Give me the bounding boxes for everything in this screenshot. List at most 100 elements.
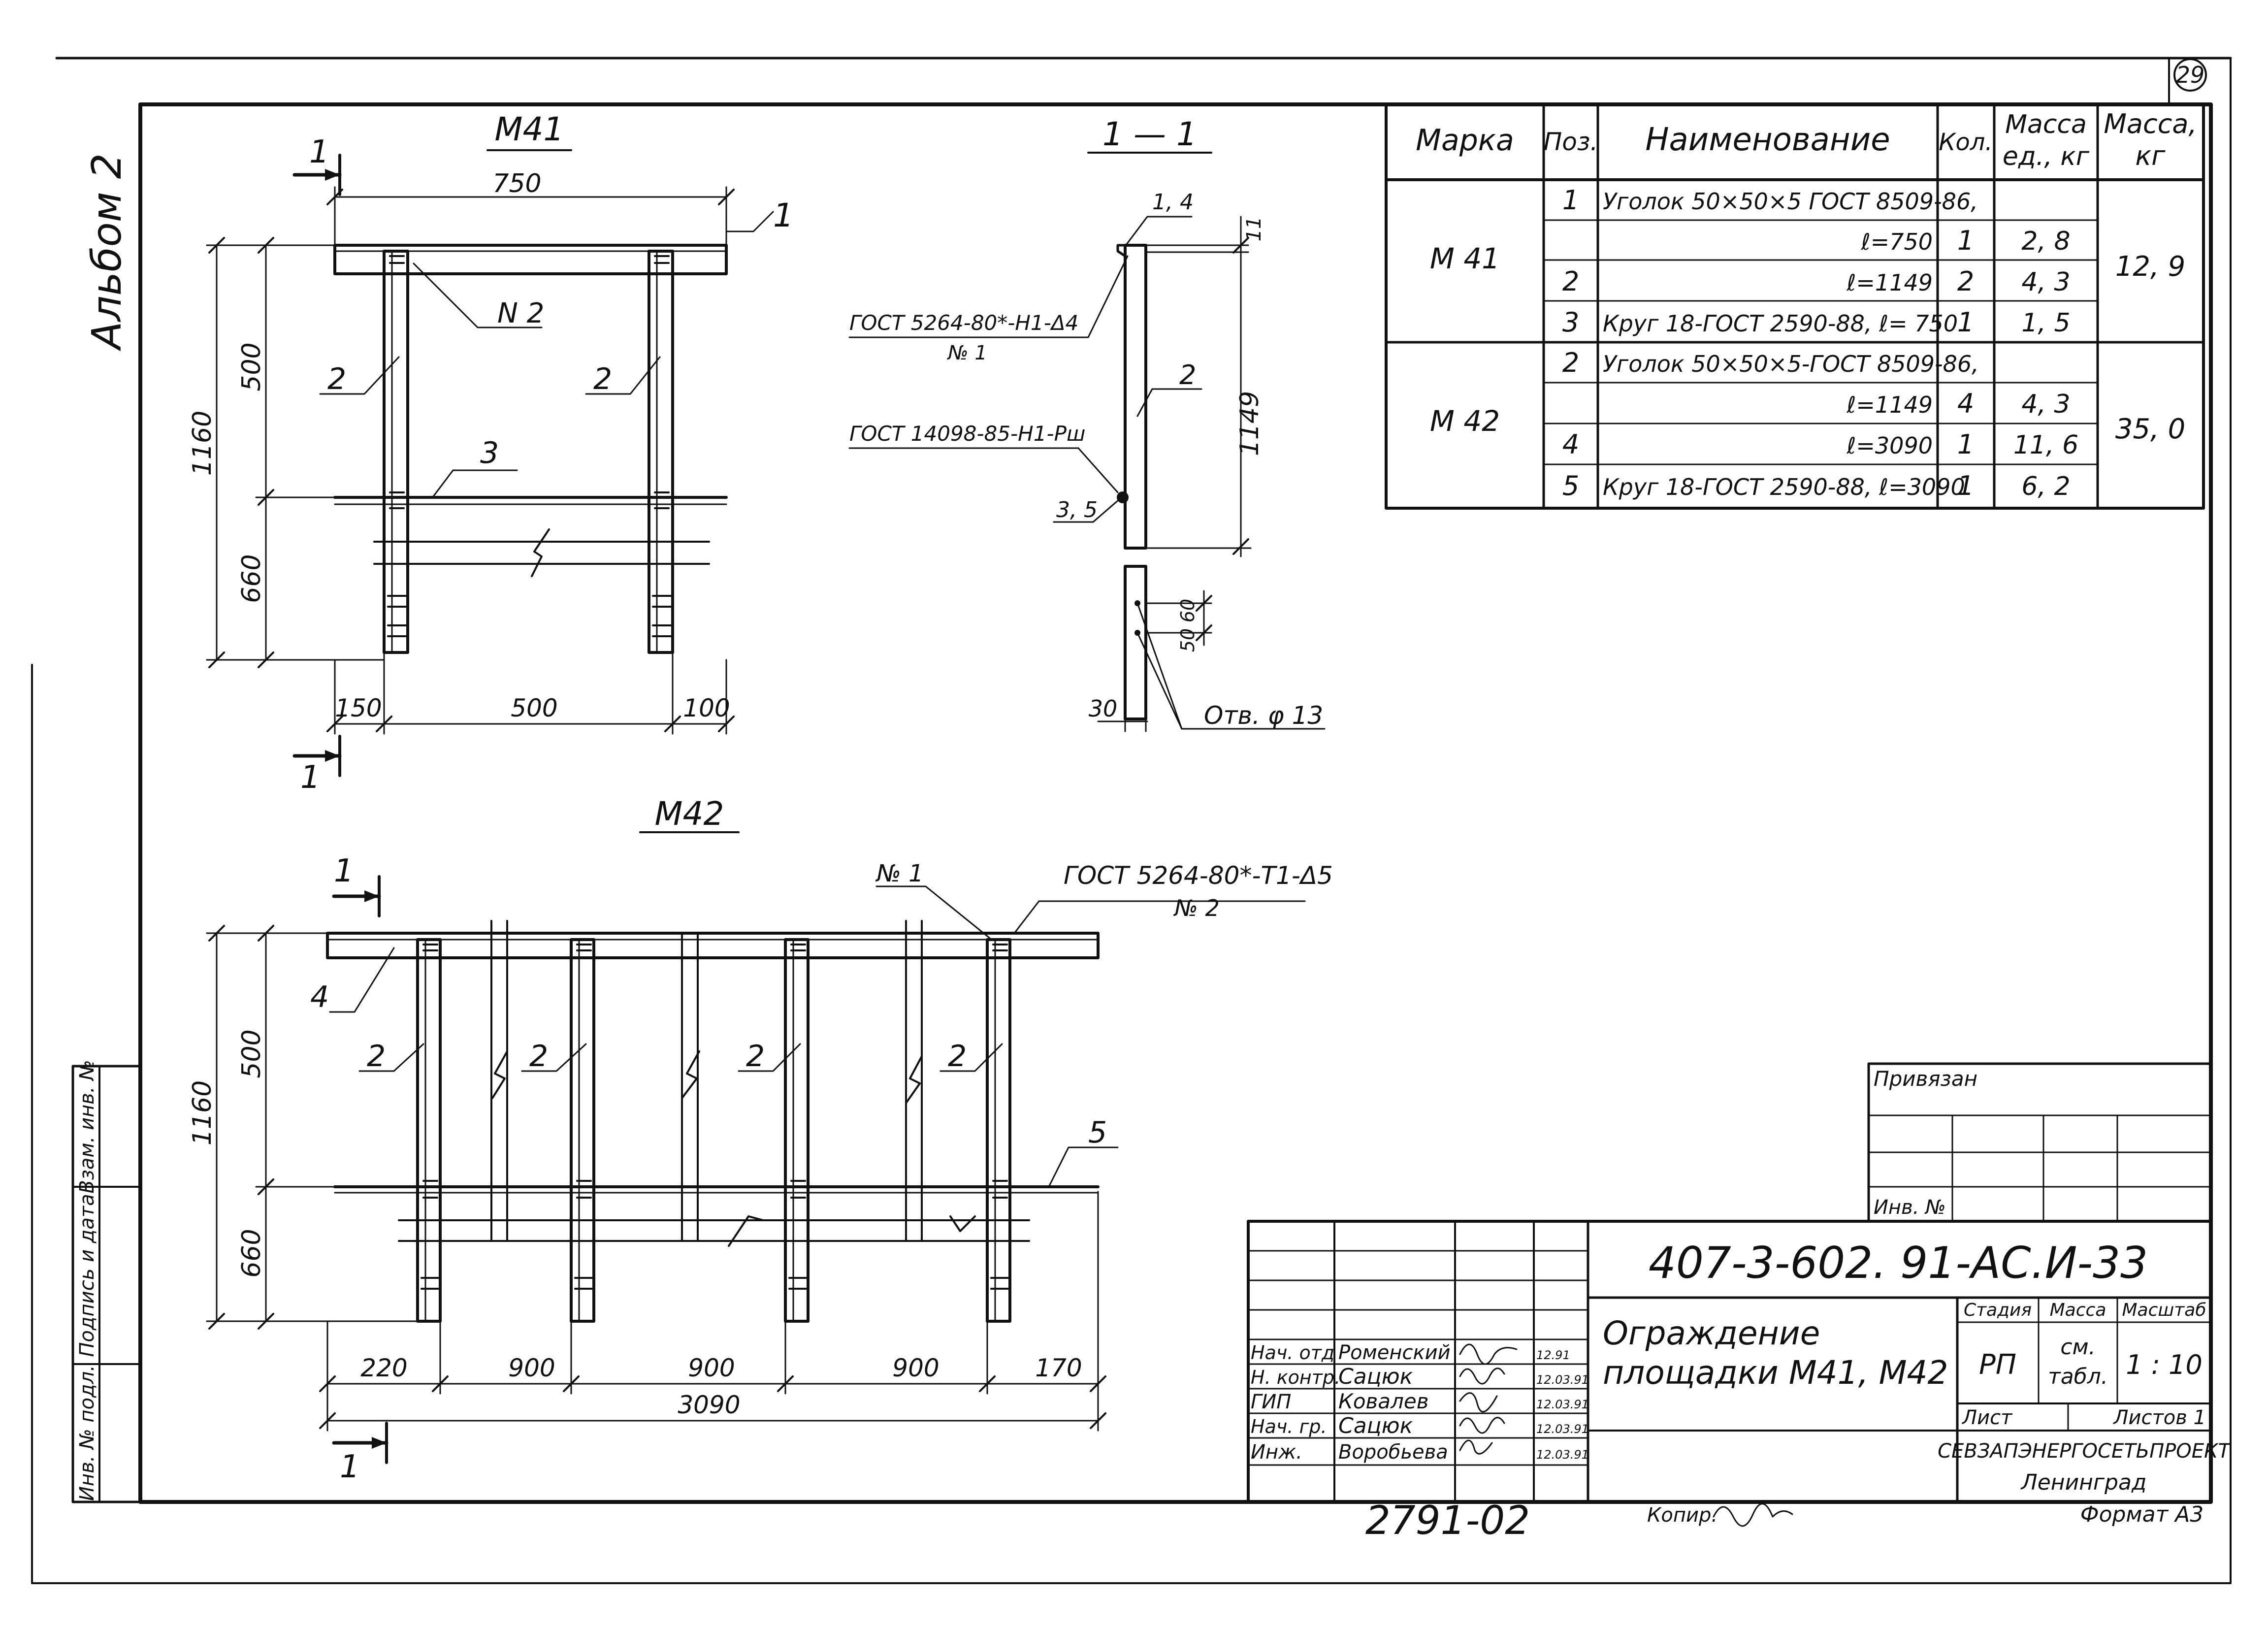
- spec-header-mass-1: Масса,: [2104, 108, 2197, 139]
- m41-dim-top: 750: [492, 169, 541, 198]
- m42-weld-no: № 2: [1173, 895, 1220, 921]
- tb-inv-no: Инв. №: [1874, 1196, 1946, 1219]
- spec-m41-r4-qty: 1: [1957, 307, 1974, 338]
- side-stamp: [71, 1065, 142, 1503]
- m42-dim-b5: 170: [1035, 1354, 1082, 1382]
- spec-m42-r2-qty: 4: [1957, 388, 1974, 419]
- m41-dim-h-upper: 500: [237, 342, 266, 391]
- spec-m41-r3-qty: 2: [1957, 266, 1974, 297]
- section-weld1: ГОСТ 5264-80*-Н1-Δ4: [849, 311, 1078, 335]
- section-pos-14: 1, 4: [1152, 190, 1194, 215]
- spec-m42-r4-qty: 1: [1957, 470, 1974, 501]
- m42-callout-5: 5: [1088, 1115, 1107, 1150]
- m42-dim-b3: 900: [688, 1354, 735, 1382]
- view-m41: [206, 149, 774, 777]
- spec-m42-r4-name: Круг 18-ГОСТ 2590-88, ℓ=3090: [1603, 474, 1965, 500]
- tb-org-2: Ленинград: [2020, 1470, 2147, 1495]
- tb-copy: Копир.: [1647, 1504, 1717, 1527]
- spec-m42-r1-name: Уголок 50×50×5-ГОСТ 8509-86,: [1603, 351, 1979, 377]
- spec-header-unit-mass-1: Масса: [2005, 110, 2087, 139]
- tb-format: Формат А3: [2080, 1502, 2204, 1527]
- m41-section-mark-bottom: 1: [300, 759, 321, 796]
- tb-masshtab-label: Масштаб: [2122, 1300, 2206, 1320]
- m42-dim-h-total: 1160: [188, 1080, 217, 1145]
- tb-masshtab: 1 : 10: [2126, 1349, 2203, 1380]
- m41-dim-b1: 150: [335, 694, 382, 722]
- spec-m41-r3-pos: 2: [1562, 266, 1579, 297]
- spec-m42-r2-name: ℓ=1149: [1846, 391, 1933, 418]
- spec-header-name: Наименование: [1645, 122, 1890, 158]
- tb-massa-label: Масса: [2050, 1300, 2106, 1320]
- tb-signer-3-name: Ковалев: [1338, 1389, 1428, 1413]
- m42-title: М42: [655, 795, 724, 833]
- title-block: [1247, 1062, 2212, 1503]
- m42-callout-2b: 2: [529, 1039, 548, 1074]
- spec-m41-r4-pos: 3: [1562, 307, 1579, 338]
- tb-massa-1: см.: [2060, 1335, 2095, 1360]
- tb-stadiya-label: Стадия: [1964, 1300, 2032, 1320]
- m42-section-mark-bottom: 1: [340, 1449, 360, 1485]
- side-stamp-inv-podl: Инв. № подл.: [76, 1365, 98, 1501]
- m41-dim-h-lower: 660: [237, 554, 266, 603]
- spec-m42-r3-pos: 4: [1562, 429, 1579, 460]
- m42-dim-total: 3090: [678, 1391, 740, 1419]
- tb-org-1: СЕВЗАПЭНЕРГОСЕТЬПРОЕКТ: [1938, 1440, 2232, 1463]
- spec-header-mass-2: кг: [2136, 140, 2166, 171]
- spec-header-qty: Кол.: [1939, 129, 1992, 156]
- spec-header-mark: Марка: [1416, 123, 1514, 158]
- spec-m41-mass: 12, 9: [2115, 251, 2186, 283]
- tb-signer-3-date: 12.03.91: [1536, 1398, 1589, 1411]
- tb-signer-4-role: Нач. гр.: [1251, 1416, 1327, 1437]
- spec-m41-r2-unit: 2, 8: [2021, 227, 2070, 256]
- tb-signer-1-date: 12.91: [1536, 1348, 1570, 1362]
- side-stamp-signature-date: Подпись и дата: [76, 1194, 98, 1357]
- tb-listov-label: Листов 1: [2112, 1406, 2206, 1429]
- album-label: Альбом 2: [84, 153, 130, 352]
- m42-callout-2a: 2: [367, 1039, 386, 1074]
- m41-callout-2a: 2: [327, 362, 346, 396]
- spec-header-pos: Поз.: [1544, 128, 1598, 156]
- tb-signer-1-name: Роменский: [1338, 1341, 1451, 1364]
- m42-dim-b4: 900: [892, 1354, 939, 1382]
- m42-weld: ГОСТ 5264-80*-Т1-Δ5: [1064, 861, 1333, 890]
- m42-dim-h-upper: 500: [237, 1029, 266, 1078]
- spec-m41-r1-name: Уголок 50×50×5 ГОСТ 8509-86,: [1603, 188, 1978, 215]
- section-1-1: [848, 152, 1326, 732]
- tb-signer-2-date: 12.03.91: [1536, 1373, 1589, 1387]
- spec-m41-r2-name: ℓ=750: [1861, 228, 1933, 255]
- section-dim-60: 60: [1177, 599, 1199, 622]
- spec-m42-r4-unit: 6, 2: [2021, 472, 2070, 501]
- spec-m42-r3-qty: 1: [1957, 429, 1974, 460]
- copy-signature: [1713, 1503, 1793, 1527]
- spec-m41-r3-name: ℓ=1149: [1846, 269, 1933, 296]
- tb-signer-4-date: 12.03.91: [1536, 1422, 1589, 1436]
- tb-signer-2-name: Сацюк: [1338, 1364, 1413, 1389]
- spec-m42-r2-unit: 4, 3: [2021, 390, 2070, 419]
- m42-callout-2c: 2: [746, 1039, 765, 1074]
- tb-signer-5-name: Воробьева: [1338, 1441, 1448, 1464]
- section-title: 1 — 1: [1102, 115, 1197, 153]
- m41-dim-h-total: 1160: [188, 411, 217, 476]
- page-number: 29: [2176, 62, 2205, 88]
- section-weld1-no: № 1: [947, 342, 987, 364]
- m41-callout-weld: N 2: [497, 297, 544, 329]
- spec-header-unit-mass-2: ед., кг: [2003, 142, 2090, 171]
- m42-dim-b2: 900: [508, 1354, 555, 1382]
- spec-m41-mark: М 41: [1430, 242, 1500, 275]
- tb-signer-3-role: ГИП: [1251, 1391, 1291, 1413]
- section-dim-11: 11: [1243, 217, 1265, 242]
- tb-signer-5-role: Инж.: [1251, 1441, 1302, 1464]
- spec-m42-mass: 35, 0: [2115, 413, 2186, 445]
- m42-dim-b1: 220: [360, 1354, 407, 1382]
- m41-section-mark-top: 1: [309, 134, 329, 170]
- tb-signer-4-name: Сацюк: [1338, 1413, 1413, 1438]
- spec-m41-r2-qty: 1: [1957, 225, 1974, 256]
- m41-callout-1: 1: [773, 196, 794, 234]
- m41-dim-b2: 500: [511, 694, 557, 722]
- section-hole: Отв. φ 13: [1204, 701, 1323, 730]
- tb-title-2: площадки М41, М42: [1603, 1354, 1948, 1392]
- m42-callout-2d: 2: [948, 1039, 967, 1074]
- tb-signer-2-role: Н. контр.: [1251, 1367, 1340, 1388]
- m42-weld-no1: № 1: [875, 860, 924, 887]
